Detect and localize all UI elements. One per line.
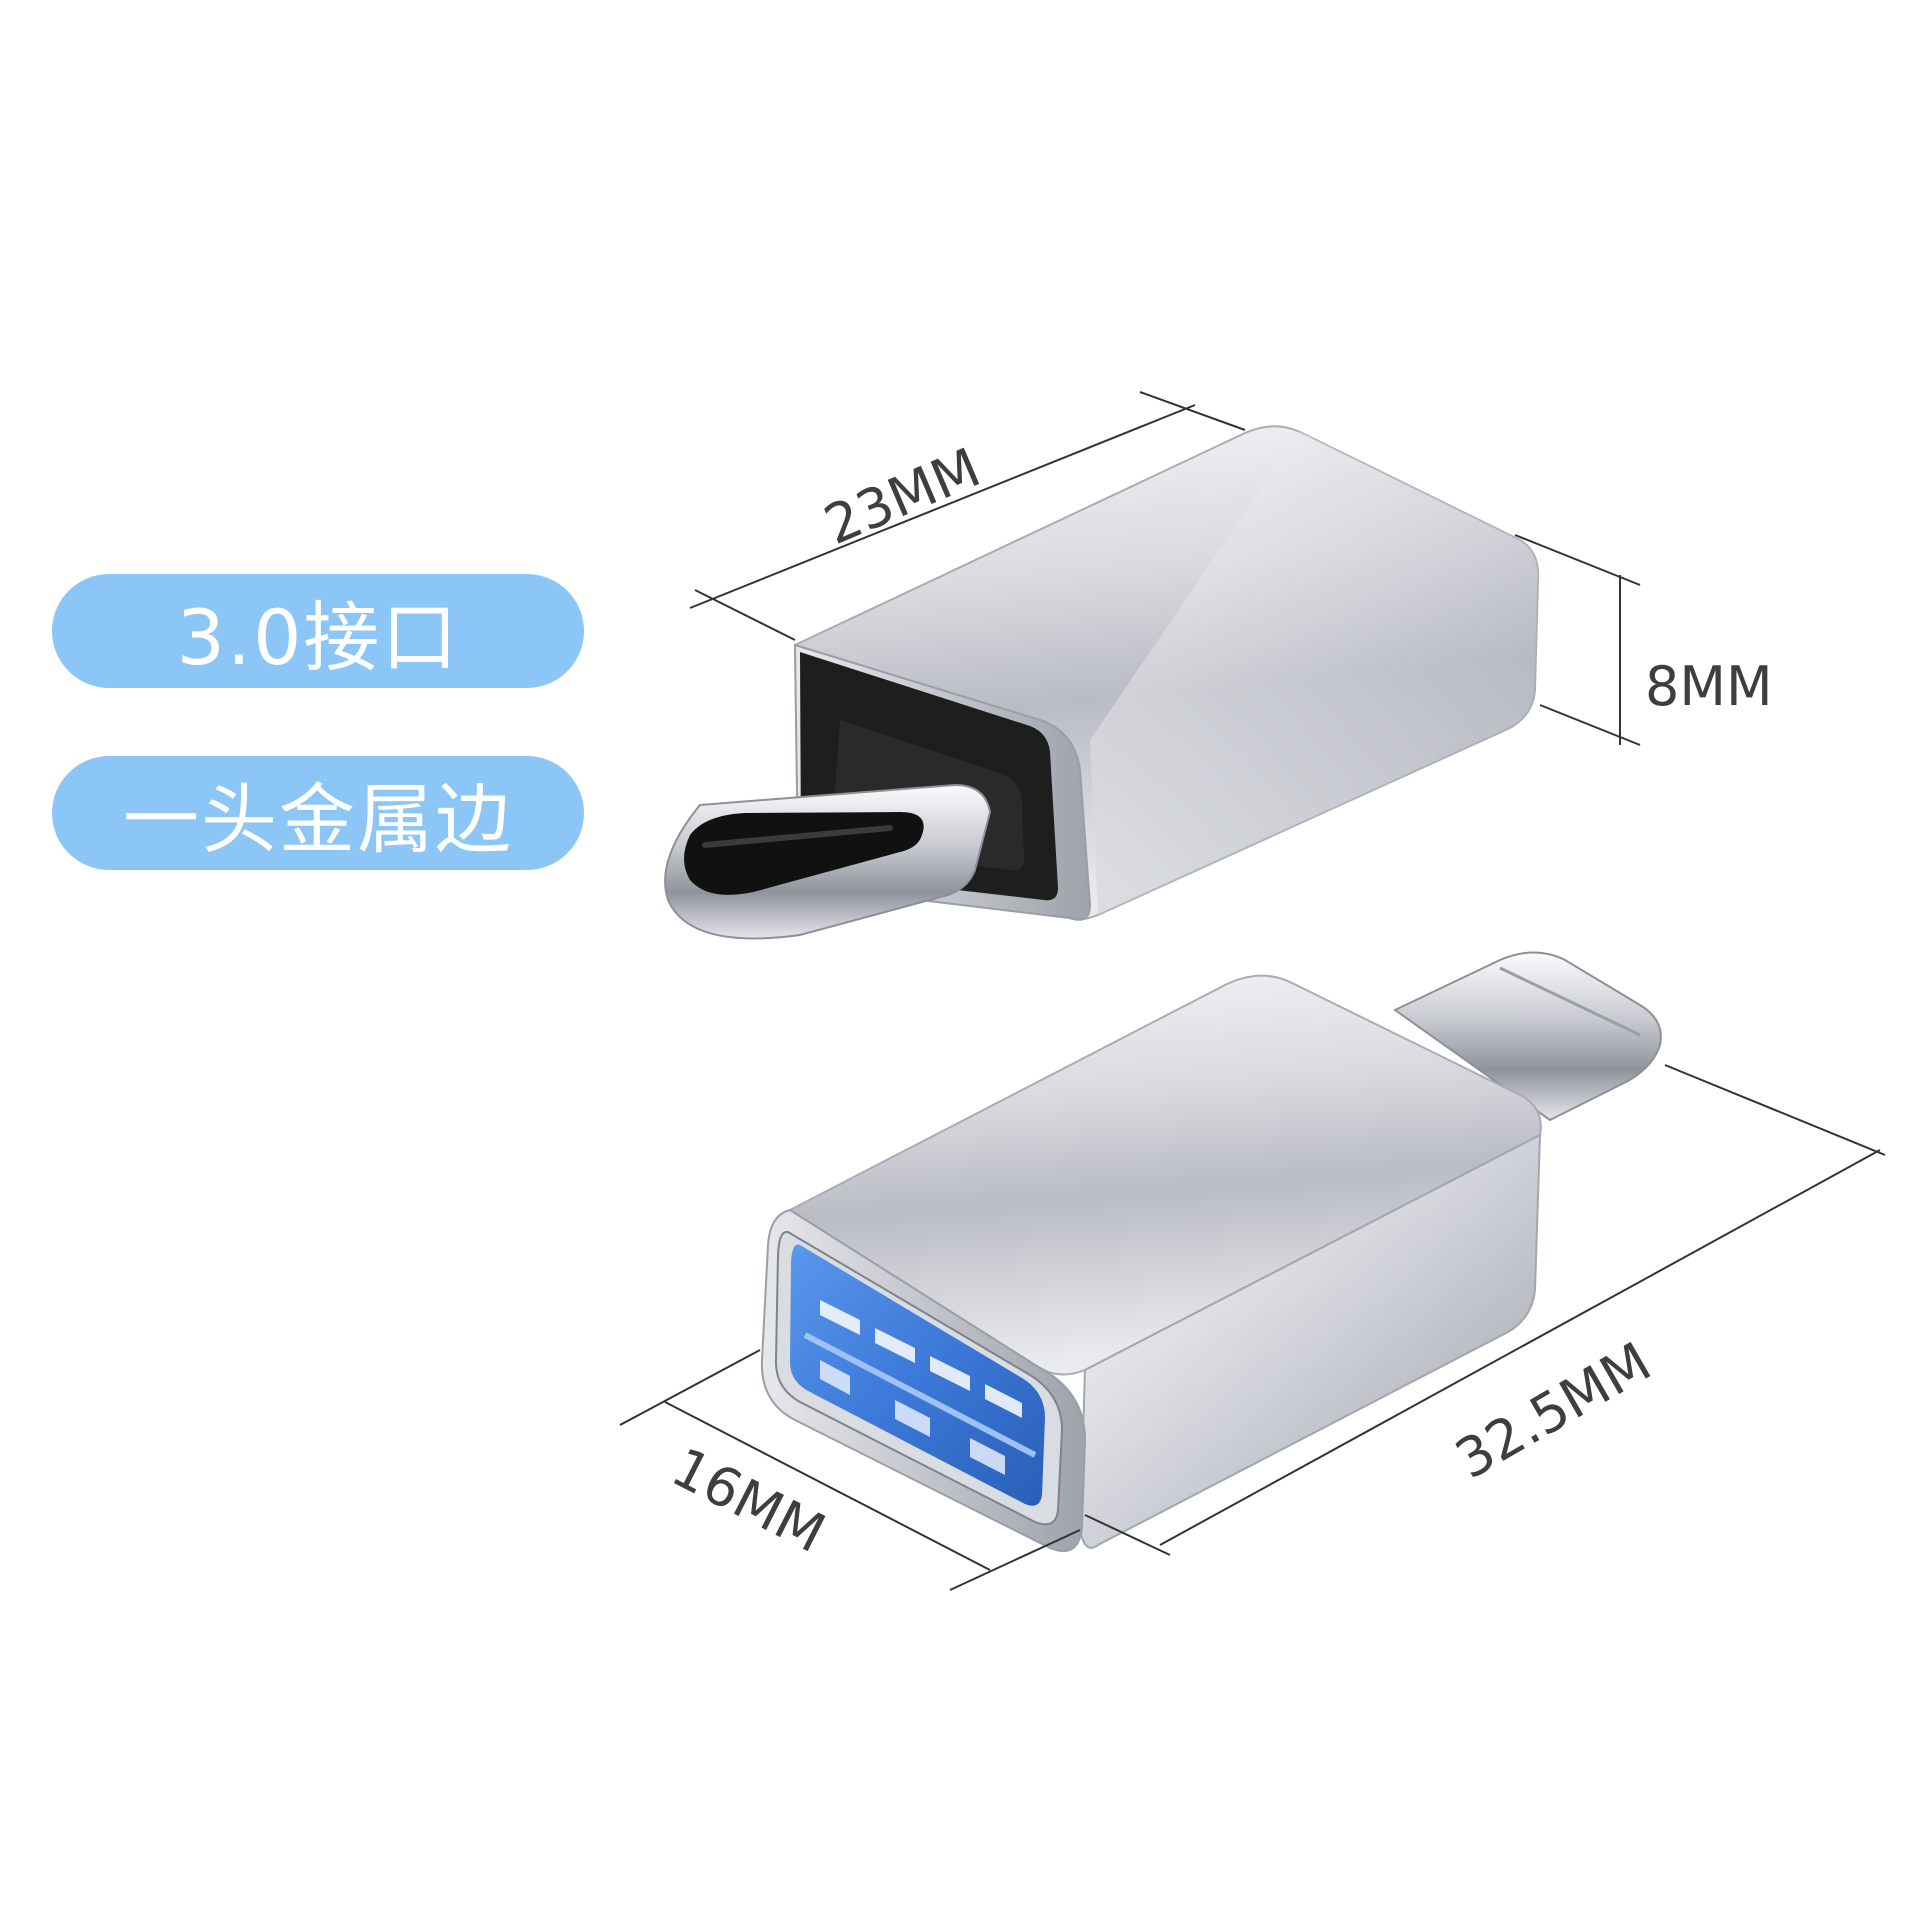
dimension-label: 8MM — [1645, 655, 1773, 718]
feature-tag-label: 3.0接口 — [176, 593, 460, 682]
usb-c-to-usb-a-adapter-bottom-icon — [760, 951, 1662, 1553]
dimension-label: 16MM — [662, 1435, 835, 1565]
dimension-8mm: 8MM — [1514, 534, 1773, 746]
feature-tag-label: 一头金属边 — [123, 775, 513, 864]
dimension-label: 32.5MM — [1445, 1330, 1661, 1491]
usb-c-to-usb-a-adapter-top-icon — [664, 425, 1540, 940]
usb-a-contacts-icon — [803, 1300, 1037, 1475]
dimension-label: 23MM — [815, 436, 989, 557]
feature-tag-metal-edge: 一头金属边 — [52, 756, 584, 870]
feature-tag-usb30: 3.0接口 — [52, 574, 584, 688]
